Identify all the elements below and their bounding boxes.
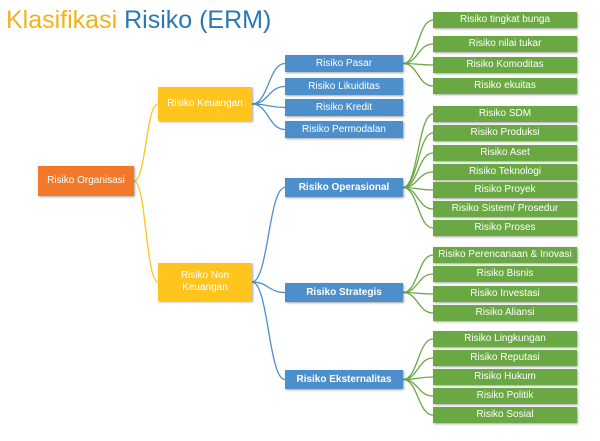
node-label: Risiko Reputasi bbox=[470, 352, 540, 363]
node-risiko-investasi: Risiko Investasi bbox=[433, 286, 577, 302]
node-risiko-eksternalitas: Risiko Eksternalitas bbox=[285, 370, 403, 389]
node-label: Risiko Aset bbox=[480, 147, 530, 158]
connector-risiko-proses bbox=[402, 186, 434, 229]
node-label: Risiko Lingkungan bbox=[464, 333, 546, 344]
node-risiko-non-keuangan: Risiko Non Keuangan bbox=[158, 263, 252, 301]
node-label: Risiko Strategis bbox=[306, 286, 382, 298]
node-risiko-proyek: Risiko Proyek bbox=[433, 182, 577, 198]
node-label: Risiko Teknologi bbox=[468, 166, 542, 177]
node-label: Risiko Hukum bbox=[474, 371, 536, 382]
node-risiko-aliansi: Risiko Aliansi bbox=[433, 305, 577, 321]
node-risiko-perencanaan-and-inovasi: Risiko Perencanaan & Inovasi bbox=[433, 247, 577, 263]
node-risiko-lingkungan: Risiko Lingkungan bbox=[433, 331, 577, 347]
node-label: Risiko Komoditas bbox=[466, 59, 544, 70]
node-label: Risiko tingkat bunga bbox=[459, 14, 551, 25]
node-label: Risiko Perencanaan & Inovasi bbox=[438, 249, 572, 260]
connector-risiko-ekuitas bbox=[402, 62, 434, 87]
node-label: Risiko Proyek bbox=[474, 184, 536, 195]
node-risiko-politik: Risiko Politik bbox=[433, 388, 577, 404]
node-label: Risiko nilai tukar bbox=[468, 38, 542, 49]
connector-risiko-pasar bbox=[251, 62, 286, 105]
node-risiko-ekuitas: Risiko ekuitas bbox=[433, 78, 577, 94]
node-risiko-tingkat-bunga: Risiko tingkat bunga bbox=[433, 12, 577, 28]
node-risiko-operasional: Risiko Operasional bbox=[285, 178, 403, 197]
node-risiko-sosial: Risiko Sosial bbox=[433, 407, 577, 423]
node-label: Risiko Aliansi bbox=[475, 307, 535, 318]
node-risiko-pasar: Risiko Pasar bbox=[285, 55, 403, 72]
title-part-risiko-erm: Risiko (ERM) bbox=[124, 6, 272, 34]
node-label: Risiko Permodalan bbox=[302, 123, 386, 135]
connector-risiko-operasional bbox=[251, 186, 286, 283]
connector-risiko-reputasi bbox=[402, 357, 434, 381]
node-label: Risiko ekuitas bbox=[474, 80, 536, 91]
node-risiko-sistem-prosedur: Risiko Sistem/ Prosedur bbox=[433, 201, 577, 217]
connector-risiko-non-keuangan bbox=[133, 180, 159, 283]
connector-risiko-nilai-tukar bbox=[402, 43, 434, 65]
node-label: Risiko Bisnis bbox=[476, 268, 534, 279]
connector-risiko-perencanaan-and-inovasi bbox=[402, 254, 434, 294]
page-title: Klasifikasi Risiko (ERM) bbox=[6, 4, 271, 36]
node-risiko-organisasi: Risiko Organisasi bbox=[38, 166, 134, 196]
connector-risiko-eksternalitas bbox=[251, 281, 286, 381]
node-label: Risiko Produksi bbox=[470, 127, 540, 138]
node-label: Risiko Sosial bbox=[476, 409, 534, 420]
node-label: Risiko Investasi bbox=[470, 288, 540, 299]
node-risiko-sdm: Risiko SDM bbox=[433, 106, 577, 122]
node-label: Risiko Politik bbox=[476, 390, 534, 401]
node-risiko-aset: Risiko Aset bbox=[433, 145, 577, 161]
node-risiko-likuiditas: Risiko Likuiditas bbox=[285, 78, 403, 95]
connector-risiko-likuiditas bbox=[251, 85, 286, 105]
node-risiko-strategis: Risiko Strategis bbox=[285, 283, 403, 302]
node-label: Risiko Non Keuangan bbox=[180, 270, 230, 293]
node-label: Risiko SDM bbox=[478, 108, 532, 119]
connector-risiko-tingkat-bunga bbox=[402, 19, 434, 65]
node-risiko-reputasi: Risiko Reputasi bbox=[433, 350, 577, 366]
node-risiko-nilai-tukar: Risiko nilai tukar bbox=[433, 36, 577, 52]
connector-risiko-keuangan bbox=[133, 103, 159, 182]
connector-risiko-aliansi bbox=[402, 291, 434, 314]
node-label: Risiko Kredit bbox=[315, 101, 373, 113]
node-risiko-produksi: Risiko Produksi bbox=[433, 125, 577, 141]
node-label: Risiko Eksternalitas bbox=[296, 373, 392, 385]
node-risiko-keuangan: Risiko Keuangan bbox=[158, 87, 252, 121]
node-label: Risiko Sistem/ Prosedur bbox=[451, 203, 559, 214]
connector-risiko-permodalan bbox=[251, 103, 286, 131]
node-label: Risiko Pasar bbox=[315, 57, 373, 69]
connector-risiko-bisnis bbox=[402, 273, 434, 294]
node-label: Risiko Operasional bbox=[298, 181, 390, 193]
node-risiko-teknologi: Risiko Teknologi bbox=[433, 164, 577, 180]
node-risiko-hukum: Risiko Hukum bbox=[433, 369, 577, 385]
node-risiko-kredit: Risiko Kredit bbox=[285, 99, 403, 116]
node-risiko-bisnis: Risiko Bisnis bbox=[433, 266, 577, 282]
connector-risiko-strategis bbox=[251, 281, 286, 294]
node-label: Risiko Proses bbox=[474, 222, 536, 233]
connector-risiko-sdm bbox=[402, 113, 434, 189]
connector-risiko-sistem-prosedur bbox=[402, 186, 434, 210]
node-label: Risiko Likuiditas bbox=[308, 80, 380, 92]
node-label: Risiko Organisasi bbox=[47, 175, 125, 186]
node-risiko-proses: Risiko Proses bbox=[433, 220, 577, 236]
node-label: Risiko Keuangan bbox=[167, 98, 243, 109]
node-risiko-komoditas: Risiko Komoditas bbox=[433, 57, 577, 73]
title-part-klasifikasi: Klasifikasi bbox=[6, 6, 125, 34]
connector-risiko-politik bbox=[402, 378, 434, 397]
node-risiko-permodalan: Risiko Permodalan bbox=[285, 121, 403, 138]
connector-risiko-sosial bbox=[402, 378, 434, 416]
